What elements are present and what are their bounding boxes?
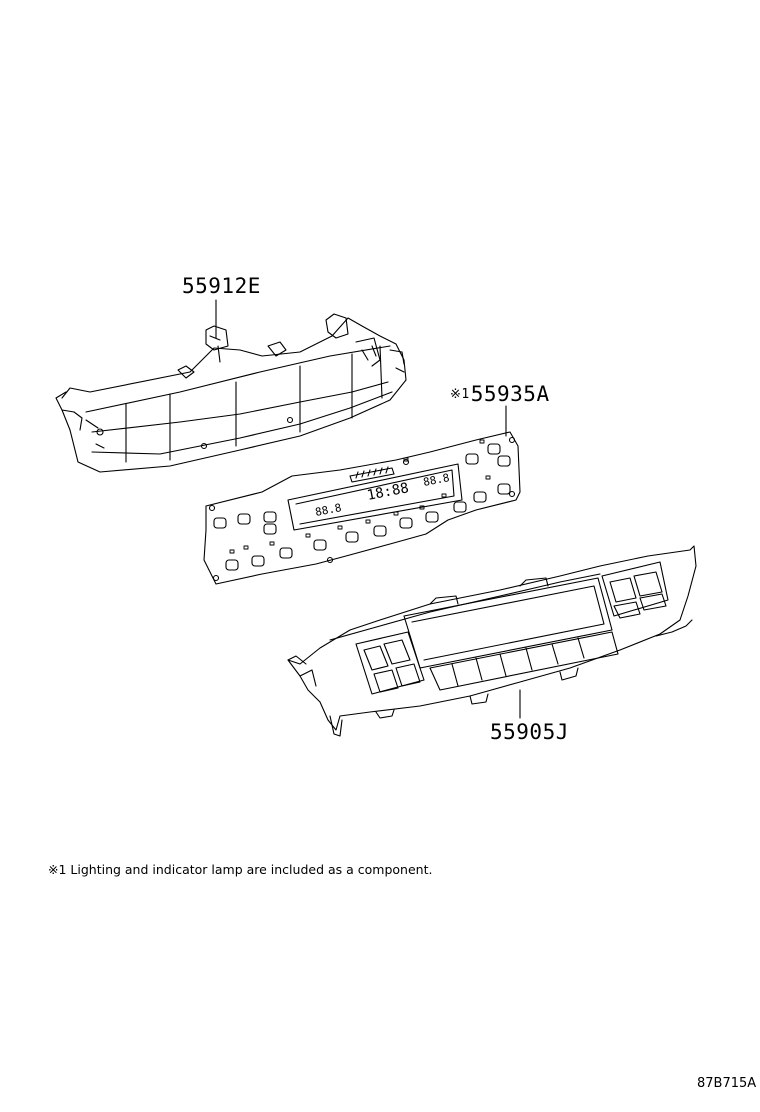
part-55935a-circuit-board bbox=[203, 405, 521, 585]
part-55905j-front-panel bbox=[287, 545, 697, 737]
lcd-readout-right: 88.8 bbox=[422, 471, 450, 489]
lcd-display-window bbox=[287, 463, 463, 531]
footnote: ※1 Lighting and indicator lamp are inclu… bbox=[48, 862, 433, 877]
part-number: 55912E bbox=[182, 274, 261, 298]
footnote-reference-mark: ※1 bbox=[450, 387, 470, 402]
part-label-55912e: 55912E bbox=[182, 274, 261, 298]
lcd-readout-left: 88.8 bbox=[314, 501, 342, 519]
part-label-55905j: 55905J bbox=[490, 720, 569, 744]
figure-id: 87B715A bbox=[697, 1076, 757, 1091]
part-label-55935a: ※155935A bbox=[450, 382, 550, 406]
part-number: 55905J bbox=[490, 720, 569, 744]
board-switches bbox=[213, 443, 511, 571]
lcd-readout-center: 18:88 bbox=[366, 480, 410, 504]
part-number: 55935A bbox=[470, 382, 550, 406]
part-55912e-housing bbox=[55, 299, 407, 473]
panel-display-recess bbox=[403, 577, 613, 669]
